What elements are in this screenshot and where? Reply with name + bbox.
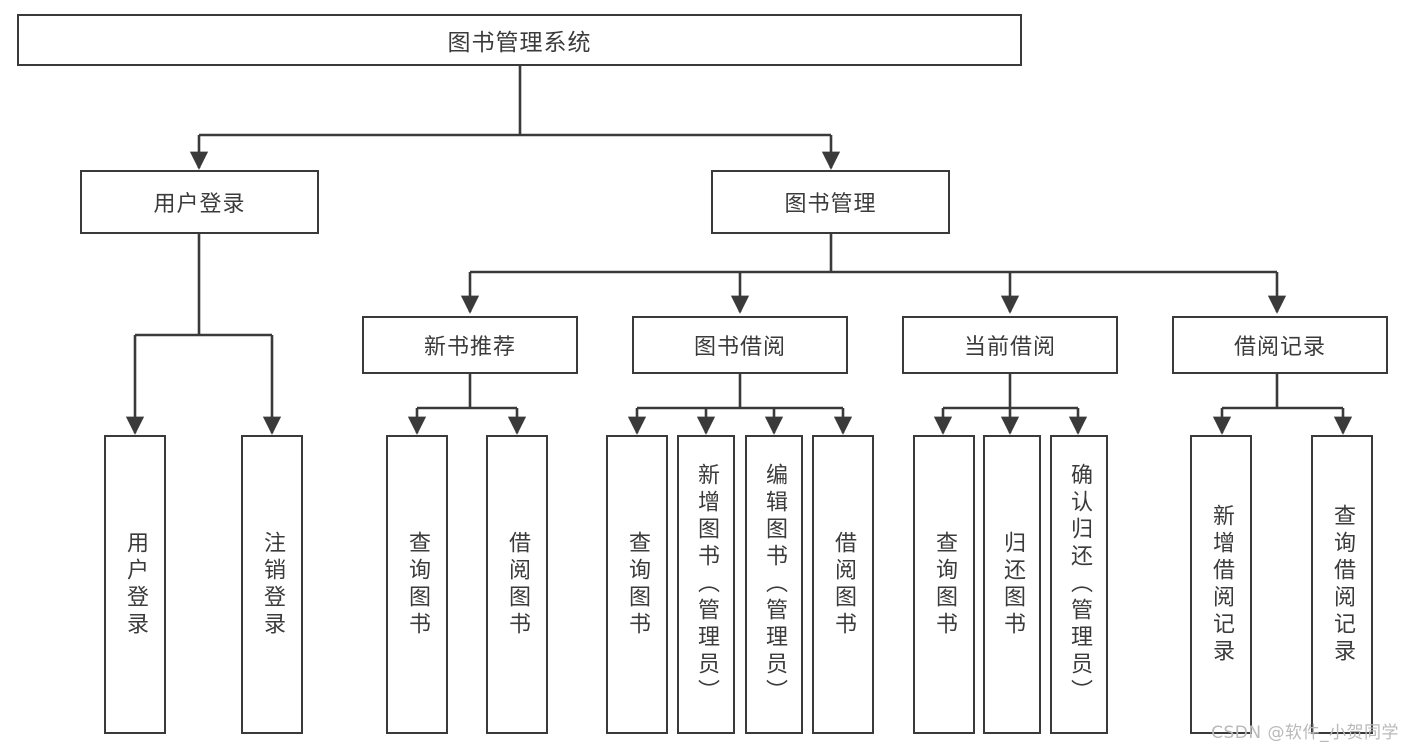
- leaf-user-login-logout[interactable]: 注销登录: [241, 435, 303, 734]
- leaf-label: 查询图书: [625, 530, 650, 639]
- leaf-label: 查询图书: [932, 530, 957, 639]
- leaf-label: 确认归还（管理员）: [1067, 463, 1092, 706]
- leaf-user-login-login[interactable]: 用户登录: [104, 435, 166, 734]
- leaf-label: 用户登录: [123, 530, 148, 639]
- node-book-borrow[interactable]: 图书借阅: [632, 316, 848, 374]
- leaf-book-borrow-add[interactable]: 新增图书（管理员）: [677, 435, 735, 734]
- leaf-book-borrow-query[interactable]: 查询图书: [606, 435, 668, 734]
- leaf-current-borrow-confirm[interactable]: 确认归还（管理员）: [1050, 435, 1108, 734]
- leaf-label: 查询图书: [405, 530, 430, 639]
- leaf-book-borrow-borrow[interactable]: 借阅图书: [812, 435, 874, 734]
- csdn-watermark: CSDN @软件_小贺同学: [1211, 723, 1399, 743]
- leaf-label: 归还图书: [1000, 530, 1025, 639]
- node-borrow-record[interactable]: 借阅记录: [1172, 316, 1388, 374]
- leaf-current-borrow-return[interactable]: 归还图书: [983, 435, 1041, 734]
- leaf-label: 查询借阅记录: [1330, 503, 1355, 666]
- leaf-borrow-record-query[interactable]: 查询借阅记录: [1311, 435, 1373, 734]
- leaf-new-book-borrow[interactable]: 借阅图书: [486, 435, 548, 734]
- node-current-borrow[interactable]: 当前借阅: [902, 316, 1118, 374]
- leaf-label: 借阅图书: [831, 530, 856, 639]
- leaf-current-borrow-query[interactable]: 查询图书: [913, 435, 975, 734]
- leaf-label: 注销登录: [260, 530, 285, 639]
- node-book-management[interactable]: 图书管理: [711, 170, 950, 234]
- leaf-borrow-record-add[interactable]: 新增借阅记录: [1190, 435, 1252, 734]
- leaf-label: 借阅图书: [505, 530, 530, 639]
- leaf-label: 新增图书（管理员）: [694, 463, 719, 706]
- node-user-login[interactable]: 用户登录: [80, 170, 319, 234]
- leaf-label: 新增借阅记录: [1209, 503, 1234, 666]
- leaf-book-borrow-edit[interactable]: 编辑图书（管理员）: [745, 435, 803, 734]
- node-new-book-recommend[interactable]: 新书推荐: [362, 316, 578, 374]
- leaf-label: 编辑图书（管理员）: [762, 463, 787, 706]
- node-root-system[interactable]: 图书管理系统: [17, 14, 1022, 66]
- leaf-new-book-query[interactable]: 查询图书: [386, 435, 448, 734]
